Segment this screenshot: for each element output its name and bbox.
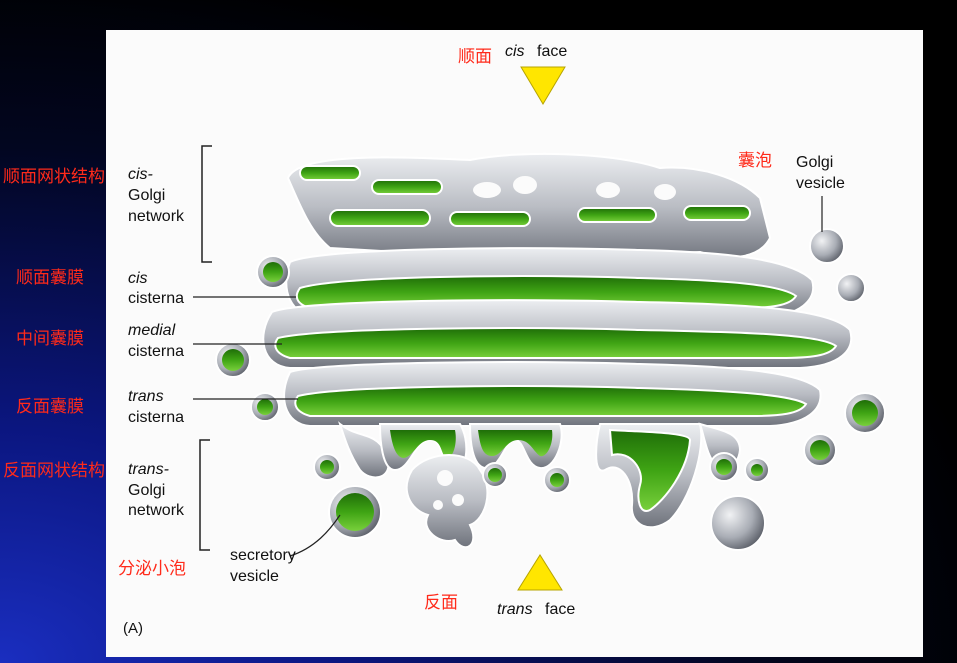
cis-face-label: face — [537, 43, 568, 60]
cis-network-label-1: cis- — [128, 166, 153, 183]
medial-cisterna-label-2: cisterna — [128, 343, 185, 360]
medial-cisterna-chinese-label: 中间囊膜 — [16, 329, 84, 349]
cis-network-label-2: Golgi — [128, 187, 166, 204]
trans-face-italic-label: trans — [497, 601, 533, 618]
trans-face-label: face — [545, 601, 576, 618]
trans-network-bracket — [199, 439, 210, 551]
trans-network-label-2: Golgi — [128, 482, 166, 499]
cis-face-triangle — [520, 66, 566, 105]
cis-network-bracket — [201, 145, 212, 263]
leader-lines — [193, 196, 823, 557]
trans-cisterna-shape — [283, 361, 822, 427]
vesicles — [215, 228, 886, 551]
trans-face-triangle — [517, 554, 563, 591]
trans-cisterna-label-2: cisterna — [128, 409, 185, 426]
trans-cisterna-chinese-label: 反面囊膜 — [16, 397, 84, 417]
medial-cisterna-shape — [262, 299, 853, 369]
trans-network-label-1: trans- — [128, 461, 169, 478]
cis-cisterna-chinese-label: 顺面囊膜 — [16, 268, 84, 288]
trans-network-label-3: network — [128, 502, 185, 519]
cis-face-italic-label: cis — [505, 43, 525, 60]
cis-network-label-3: network — [128, 208, 185, 225]
trans-cisterna-label-1: trans — [128, 388, 164, 405]
medial-cisterna-label-1: medial — [128, 322, 176, 339]
trans-golgi-network-shape — [338, 421, 742, 549]
cis-cisterna-label-1: cis — [128, 270, 148, 287]
secretory-label-1: secretory — [230, 547, 296, 564]
golgi-vesicle-label-1: Golgi — [796, 154, 834, 171]
golgi-vesicle-label-2: vesicle — [796, 175, 845, 192]
panel-tag: (A) — [123, 620, 143, 637]
trans-face-chinese-label: 反面 — [424, 593, 458, 613]
cis-face-chinese-label: 顺面 — [458, 47, 492, 67]
secretory-label-2: vesicle — [230, 568, 279, 585]
golgi-vesicle-chinese-label: 囊泡 — [738, 151, 772, 171]
cis-network-chinese-label: 顺面网状结构 — [3, 167, 105, 187]
cis-golgi-network-shape — [286, 152, 772, 262]
trans-network-chinese-label: 反面网状结构 — [3, 461, 105, 481]
secretory-chinese-label: 分泌小泡 — [118, 559, 186, 579]
cis-cisterna-label-2: cisterna — [128, 290, 185, 307]
